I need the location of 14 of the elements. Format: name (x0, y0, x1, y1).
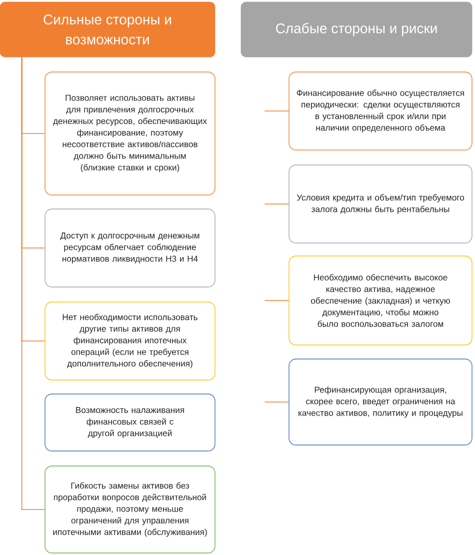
text-box: Доступ к долгосрочным денежным ресурсам облегчает соблюдение нормативов ликвидности Н3 и Н4 (44, 208, 216, 288)
connector-line (264, 300, 290, 301)
text-box: Рефинансирующая организация, скорее всего, введет ограничения на качество активов, политику и процедуры (288, 358, 472, 446)
connector-line (264, 110, 290, 112)
connector-line (21, 56, 46, 510)
text-box: Возможность налаживания финансовых связей с другой организацией (44, 394, 216, 452)
text-box: Нет необходимости использовать другие типы активов для финансирования ипотечных операций (если не требуется дополнительного обеспечения) (44, 302, 216, 380)
text-box: Необходимо обеспечить высокое качество актива, надежное обеспечение (закладная) и четкую документацию, чтобы можно было воспользоваться залогом (288, 256, 472, 346)
text-box: Условия кредита и объем/тип требуемого залога должны быть рентабельны (288, 164, 472, 244)
text-box: Гибкость замены активов без проработки вопросов действительной продажи, поэтому меньше ограничений для управления ипотечными активами (обслуживания) (44, 466, 216, 554)
text-box: Позволяет использовать активы для привлечения долгосрочных денежных ресурсов, обеспечивающих финансирование, поэтому несоответствие активов/пассивов должно быть минимальным (близкие ставки и сроки) (44, 72, 216, 196)
header-box: Слабые стороны и риски (240, 2, 472, 58)
text-box: Финансирование обычно осуществляется периодически: сделки осуществляются в установленный срок и/или при наличии определенного объема (288, 72, 472, 150)
header-box: Сильные стороны и возможности (0, 2, 216, 58)
